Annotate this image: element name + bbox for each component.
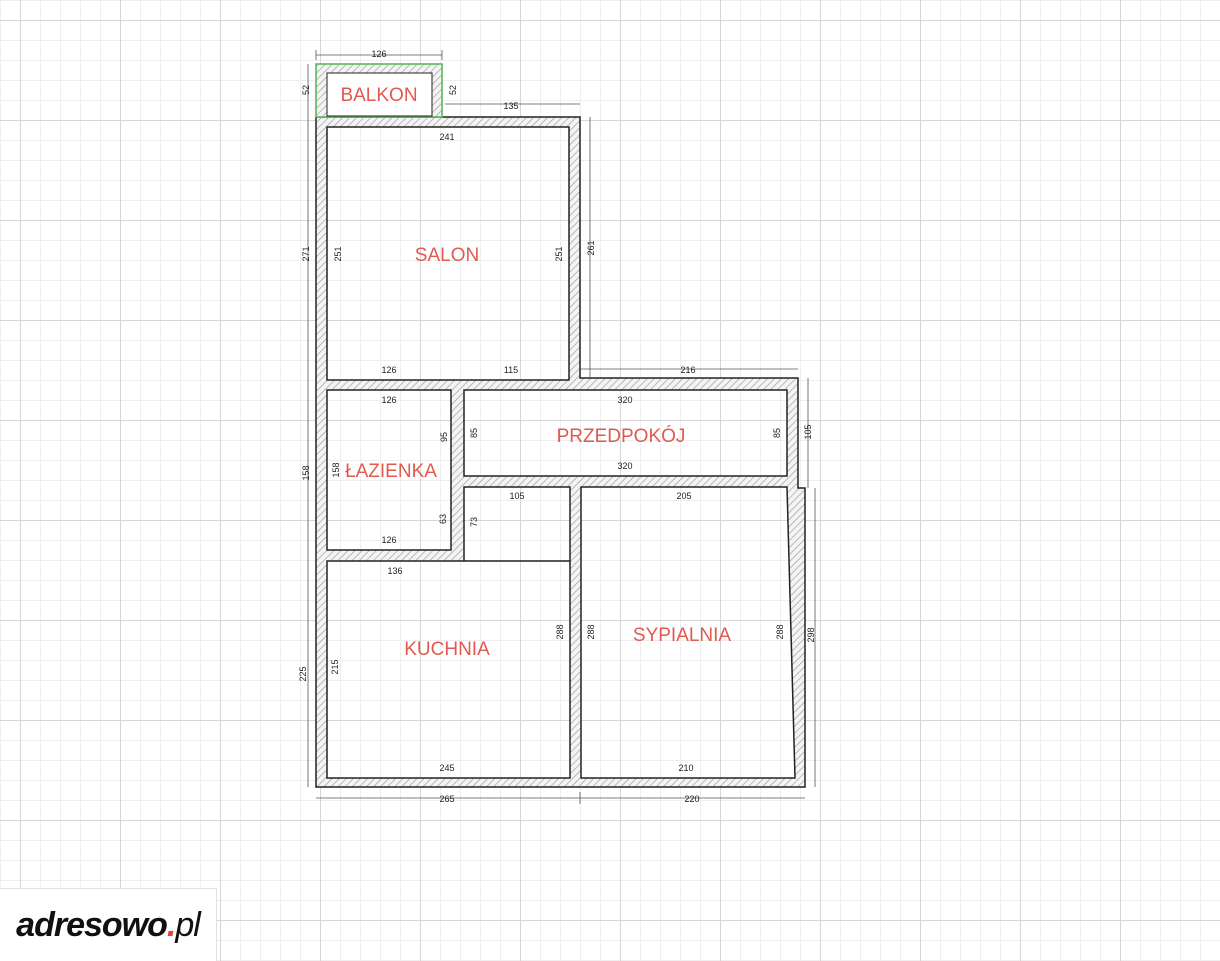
dim-kuchnia-notch: 73	[469, 517, 479, 527]
adresowo-logo: adresowo.pl	[0, 888, 217, 961]
dim-bottom-left-ext: 265	[439, 794, 454, 804]
dim-przedpokoj-bottom: 320	[617, 461, 632, 471]
dim-salon-right: 251	[554, 246, 564, 261]
dim-lazienka-bottom: 126	[381, 535, 396, 545]
dim-przedpokoj-right: 85	[772, 428, 782, 438]
dim-lazienka-left-ext: 158	[301, 465, 311, 480]
dim-bottom-right-ext: 220	[684, 794, 699, 804]
dim-przedpokoj-right-ext: 105	[803, 424, 813, 439]
balkon-floor	[326, 72, 433, 117]
dim-lazienka-right-lower: 63	[438, 514, 448, 524]
room-label-przedpokoj: PRZEDPOKÓJ	[557, 425, 686, 447]
room-label-salon: SALON	[415, 245, 479, 266]
dim-kuchnia-right: 288	[555, 624, 565, 639]
dim-salon-right-ext: 261	[586, 240, 596, 255]
logo-dot: .	[166, 905, 177, 944]
walls	[315, 116, 806, 788]
dim-sypialnia-left: 288	[586, 624, 596, 639]
dim-lazienka-top: 126	[381, 395, 396, 405]
dim-przedpokoj-top-ext: 216	[680, 365, 695, 375]
dim-balkon-left: 52	[301, 85, 311, 95]
dim-kuchnia-left: 215	[330, 659, 340, 674]
room-label-sypialnia: SYPIALNIA	[633, 625, 732, 646]
dim-salon-top-ext: 135	[503, 101, 518, 111]
dim-lazienka-right: 95	[439, 432, 449, 442]
dim-balkon-right: 52	[448, 85, 458, 95]
dim-kuchnia-top-lower: 136	[387, 566, 402, 576]
room-label-balkon: BALKON	[340, 85, 417, 106]
dim-sypialnia-right: 288	[775, 624, 785, 639]
dim-sypialnia-top: 205	[676, 491, 691, 501]
dim-salon-top: 241	[439, 132, 454, 142]
dim-kuchnia-bottom: 245	[439, 763, 454, 773]
dim-sypialnia-bottom: 210	[678, 763, 693, 773]
dim-salon-bottom-left: 126	[381, 365, 396, 375]
dim-kuchnia-left-ext: 225	[298, 666, 308, 681]
logo-name: adresowo	[16, 905, 168, 944]
dim-sypialnia-right-ext: 298	[806, 627, 816, 642]
dimension-lines	[307, 50, 816, 804]
dim-salon-bottom-right: 115	[504, 365, 518, 375]
logo-tld: pl	[175, 905, 200, 944]
dim-przedpokoj-top: 320	[617, 395, 632, 405]
room-label-lazienka: ŁAZIENKA	[345, 461, 437, 482]
dim-lazienka-left: 158	[331, 462, 341, 477]
room-label-kuchnia: KUCHNIA	[404, 639, 490, 660]
dim-salon-left: 251	[333, 246, 343, 261]
dim-salon-left-ext: 271	[301, 246, 311, 261]
dim-przedpokoj-left: 85	[469, 428, 479, 438]
dim-balkon-top: 126	[371, 49, 386, 59]
dim-kuchnia-top: 105	[509, 491, 524, 501]
